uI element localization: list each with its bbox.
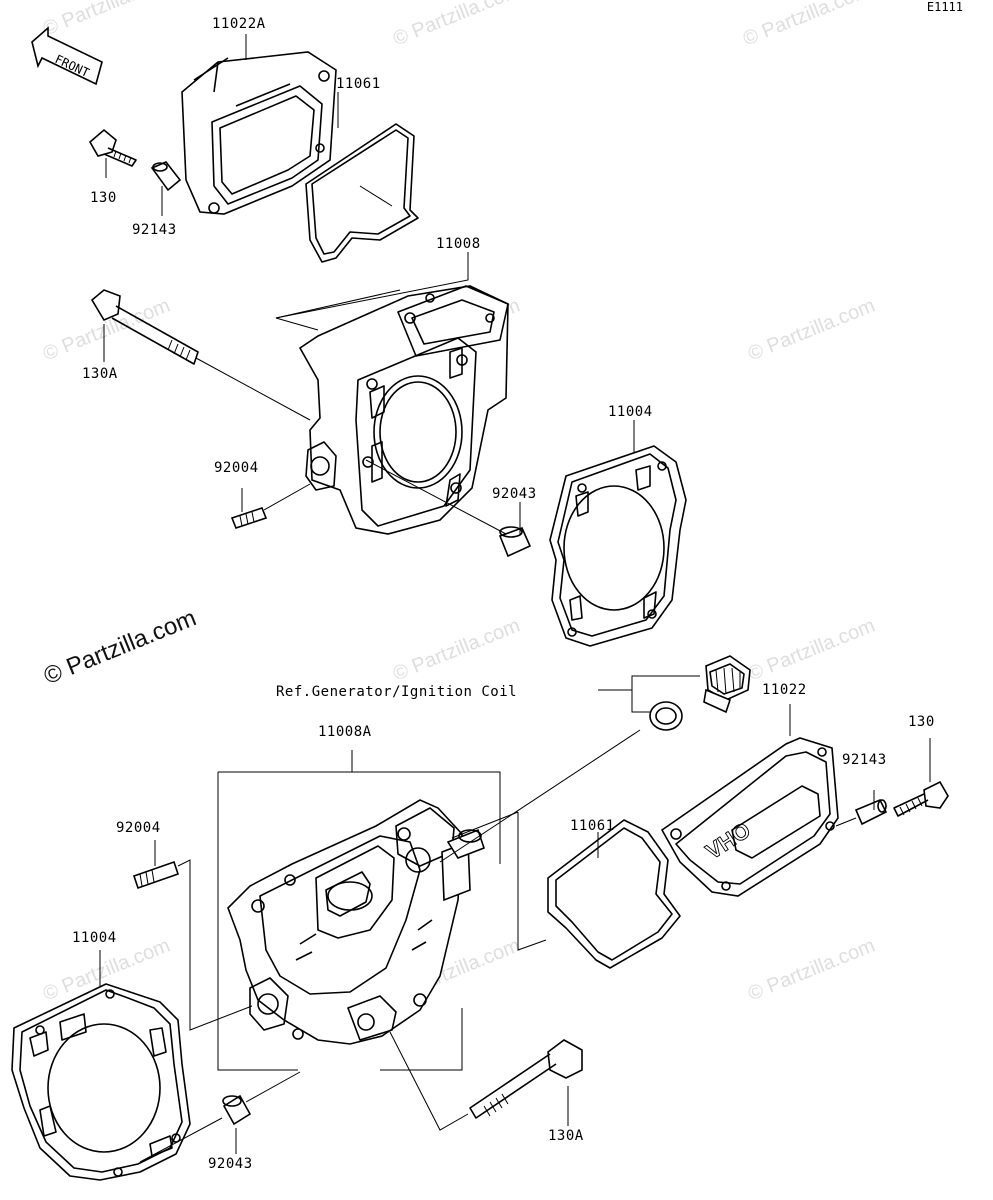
label-11004-top: 11004 [608, 404, 653, 420]
label-11061-bottom: 11061 [570, 818, 615, 834]
label-130A-top: 130A [82, 366, 118, 382]
label-92004-top: 92004 [214, 460, 259, 476]
label-130-bottom: 130 [908, 714, 935, 730]
label-130-top: 130 [90, 190, 117, 206]
label-92143-top: 92143 [132, 222, 177, 238]
front-arrow-icon: FRONT [31, 26, 103, 86]
bracket-11008A-lower [380, 1008, 463, 1071]
dowel-92043-bottom [139, 1071, 301, 1163]
label-11004-bottom: 11004 [72, 930, 117, 946]
dowel-92043-top [365, 459, 532, 558]
bracket-11008A [217, 750, 501, 1071]
leader-lines-top [103, 34, 635, 534]
cover-gasket-top [305, 123, 419, 263]
dowel-92143-bottom [835, 798, 888, 827]
ohv-emblem-icon [731, 785, 821, 859]
cylinder-head-cover-bottom: OHV [660, 737, 839, 897]
cylinder-top [298, 285, 509, 535]
bolt-130A-top [90, 289, 311, 421]
label-11008: 11008 [436, 236, 481, 252]
cylinder-head-cover-top [181, 51, 337, 215]
label-11022: 11022 [762, 682, 807, 698]
cylinder-head-bottom [227, 799, 486, 1045]
leader-lines-bottom [99, 704, 931, 1154]
ref-generator-note: Ref.Generator/Ignition Coil [276, 684, 518, 700]
bolt-130A-bottom [389, 1031, 583, 1131]
dowel-92143-top [150, 161, 182, 192]
head-gasket-top [549, 445, 687, 647]
stud-92004-top [230, 483, 311, 529]
label-92004-bottom: 92004 [116, 820, 161, 836]
label-11022A: 11022A [212, 16, 266, 32]
bolt-130-top [88, 128, 137, 167]
stud-92004-bottom [132, 859, 253, 1031]
oil-filler-cap [703, 655, 751, 714]
ref-bracket-line [598, 675, 700, 713]
label-130A-bottom: 130A [548, 1128, 584, 1144]
bolt-130-bottom [893, 780, 949, 817]
head-gasket-bottom [11, 983, 191, 1181]
label-11008A: 11008A [318, 724, 372, 740]
label-92143-bottom: 92143 [842, 752, 887, 768]
label-92043-top: 92043 [492, 486, 537, 502]
label-11061-top: 11061 [336, 76, 381, 92]
label-92043-bottom: 92043 [208, 1156, 253, 1172]
cover-gasket-bottom [547, 819, 681, 969]
o-ring [649, 701, 683, 731]
diagram-code: E1111 [926, 0, 963, 14]
